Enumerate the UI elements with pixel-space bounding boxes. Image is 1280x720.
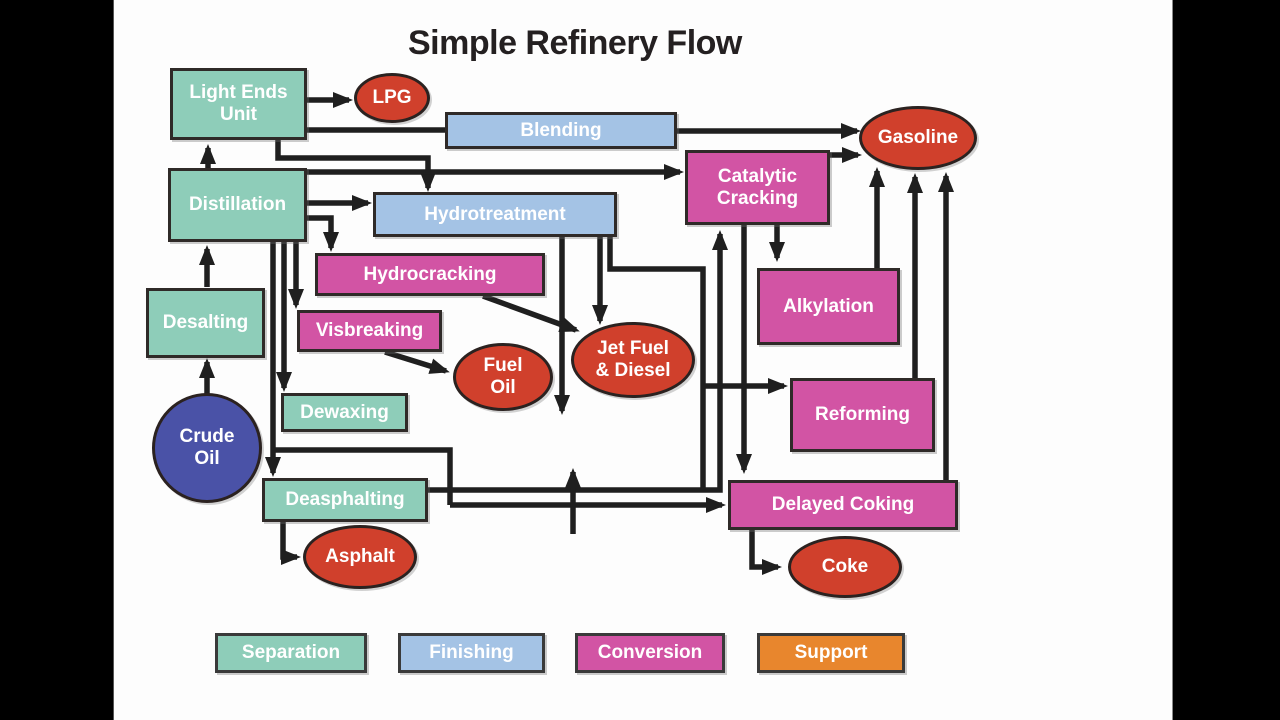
node-blending: Blending [445, 112, 677, 149]
node-label: Coke [821, 556, 869, 578]
node-gasoline: Gasoline [859, 106, 977, 170]
node-label: Alkylation [783, 295, 874, 317]
node-label: Delayed Coking [771, 494, 915, 516]
node-label: Deasphalting [285, 489, 405, 511]
letterbox-left [0, 0, 114, 720]
node-desalting: Desalting [146, 288, 265, 358]
node-fuel-oil: Fuel Oil [453, 343, 553, 411]
node-visbreaking: Visbreaking [297, 310, 442, 352]
edge-distillation-to-hydrocracking [307, 215, 339, 252]
node-label: Catalytic Cracking [716, 165, 799, 209]
legend-finishing: Finishing [398, 633, 545, 673]
node-label: Blending [520, 119, 602, 141]
node-lpg: LPG [354, 73, 430, 123]
edge-hydrocracking-to-jet-fuel [482, 293, 580, 333]
node-label: LPG [372, 87, 412, 109]
letterbox-right [1172, 0, 1280, 720]
node-label: Asphalt [325, 546, 395, 568]
node-light-ends-unit: Light Ends Unit [170, 68, 307, 140]
node-label: Jet Fuel & Diesel [595, 338, 671, 381]
legend-support: Support [757, 633, 905, 673]
node-deasphalting: Deasphalting [262, 478, 428, 522]
edge-deasphalting-to-asphalt [280, 522, 301, 565]
node-jet-fuel-diesel: Jet Fuel & Diesel [571, 322, 695, 398]
legend-label: Support [794, 642, 868, 663]
node-crude-oil: Crude Oil [152, 393, 262, 503]
legend-label: Separation [241, 642, 341, 663]
node-hydrotreatment: Hydrotreatment [373, 192, 617, 237]
node-label: Fuel Oil [483, 355, 523, 398]
diagram-title: Simple Refinery Flow [408, 24, 742, 62]
node-label: Hydrotreatment [424, 203, 566, 225]
node-label: Light Ends Unit [189, 82, 288, 125]
edge-visbreaking-to-fuel-oil [384, 349, 450, 374]
node-alkylation: Alkylation [757, 268, 900, 345]
node-hydrocracking: Hydrocracking [315, 253, 545, 296]
node-catalytic-cracking: Catalytic Cracking [685, 150, 830, 225]
edge-deasphalting-to-catalytic-cracking [428, 230, 728, 493]
edge-delayed-coking-to-coke [749, 530, 782, 575]
node-dewaxing: Dewaxing [281, 393, 408, 432]
node-label: Gasoline [877, 127, 959, 149]
node-label: Desalting [162, 312, 249, 334]
edge-hydrotreatment-trunk-right [607, 237, 706, 490]
node-reforming: Reforming [790, 378, 935, 452]
node-label: Crude Oil [179, 426, 235, 469]
edge-distillation-residue-branch [273, 447, 453, 505]
node-distillation: Distillation [168, 168, 307, 242]
node-label: Dewaxing [300, 401, 389, 423]
node-label: Reforming [815, 404, 910, 426]
node-label: Visbreaking [315, 320, 424, 342]
node-delayed-coking: Delayed Coking [728, 480, 958, 530]
node-coke: Coke [788, 536, 902, 598]
node-asphalt: Asphalt [303, 525, 417, 589]
legend-label: Finishing [429, 642, 514, 663]
node-label: Hydrocracking [363, 263, 497, 285]
node-label: Distillation [188, 194, 287, 216]
legend-separation: Separation [215, 633, 367, 673]
legend-conversion: Conversion [575, 633, 725, 673]
legend-label: Conversion [597, 642, 703, 663]
